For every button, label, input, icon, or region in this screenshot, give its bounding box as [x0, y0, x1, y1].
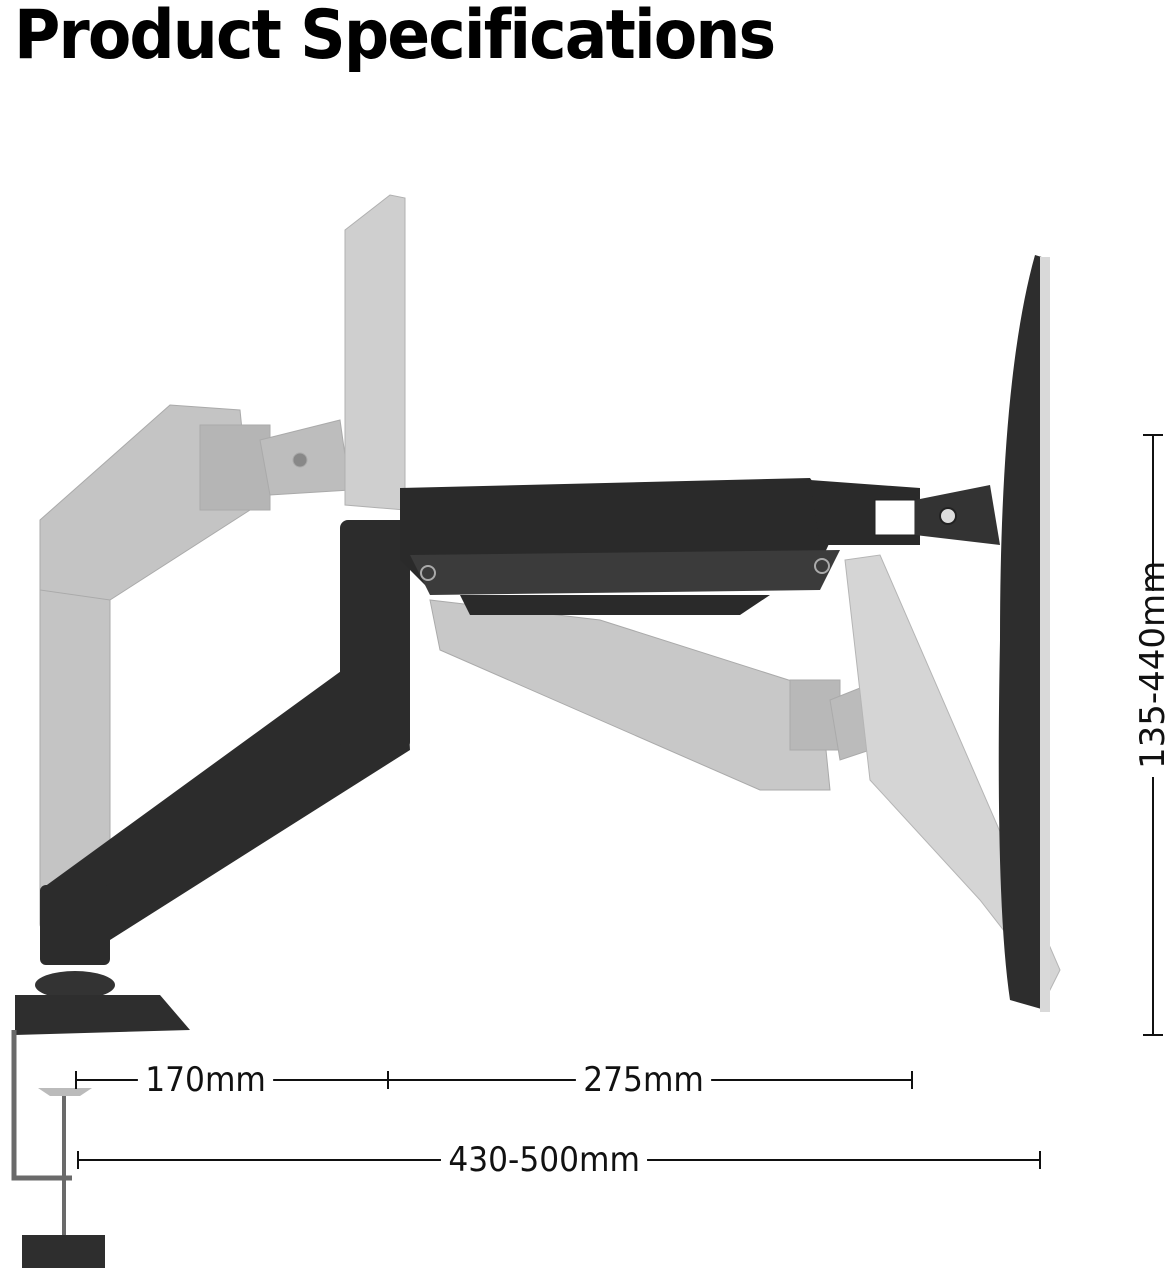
clamp-knob: [22, 1235, 105, 1268]
ghost-arm-raised: [39, 404, 351, 931]
page-title: Product Specifications: [14, 0, 776, 75]
dark-lower-arm: [15, 520, 410, 1035]
clamp-plate: [38, 1088, 92, 1096]
ghost-monitor-raised: [344, 194, 406, 511]
dimension-275mm: 275mm: [575, 1060, 712, 1100]
dimension-135-440mm: 135-440mm: [1133, 561, 1170, 777]
desk-clamp: [11, 1030, 72, 1245]
dark-upper-arm: [400, 478, 1000, 615]
dimension-430-500mm: 430-500mm: [440, 1140, 648, 1180]
dimension-170mm: 170mm: [137, 1060, 274, 1100]
dark-monitor: [998, 255, 1050, 1012]
ghost-arm-lowered: [429, 599, 901, 791]
